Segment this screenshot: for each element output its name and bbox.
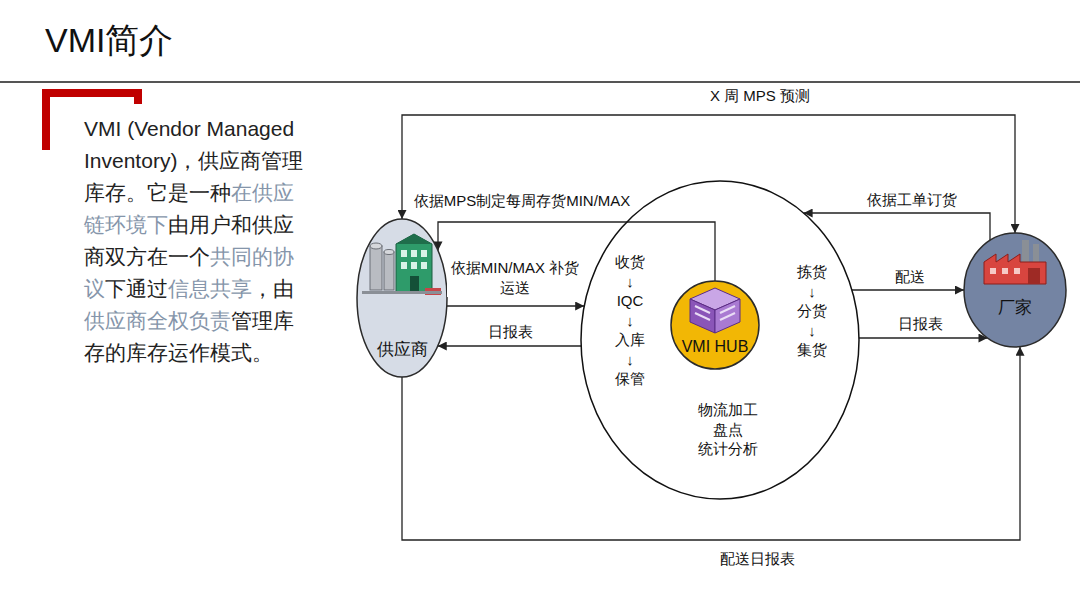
- flow-arrow: [402, 115, 1015, 233]
- paragraph-text: 供应商全权负责: [84, 309, 231, 332]
- hub-region-ellipse: 收货 ↓ IQC ↓ 入库 ↓ 保管 拣货 ↓ 分货 ↓ 集货物流加工 盘点 统计…: [580, 180, 860, 500]
- factory-icon: [984, 240, 1046, 284]
- node-outline: [963, 232, 1067, 348]
- text-column-holder: 物流加工 盘点 统计分析: [698, 400, 758, 459]
- edge-label-holder: 依据工单订货: [864, 190, 960, 210]
- process-steps: 收货 ↓ IQC ↓ 入库 ↓ 保管: [615, 252, 645, 389]
- text-column-holder: 拣货 ↓ 分货 ↓ 集货: [797, 262, 827, 360]
- edge-label-holder: 依据MIN/MAX 补货运送: [447, 258, 583, 297]
- text-column-holder: 收货 ↓ IQC ↓ 入库 ↓ 保管: [615, 252, 645, 389]
- hub-cube-icon: [690, 288, 740, 333]
- vmi-hub-circle: VMI HUB: [670, 280, 760, 370]
- node-label: 供应商: [377, 340, 428, 360]
- edge-label: X 周 MPS 预测: [707, 86, 813, 106]
- edge-label: 依据工单订货: [864, 190, 960, 210]
- node-label: 厂家: [998, 298, 1032, 318]
- edge-label-holder: 日报表: [895, 314, 946, 334]
- flow-arrow: [859, 337, 988, 338]
- title-rule: [0, 81, 1080, 83]
- factory-circle: 厂家: [963, 232, 1067, 348]
- edge-label: 日报表: [485, 322, 536, 342]
- edge-label: 配送日报表: [717, 549, 798, 569]
- supplier-circle: 供应商: [356, 218, 448, 378]
- flow-arrow: [804, 213, 990, 240]
- node-ellipse: [671, 281, 759, 369]
- flow-arrow: [438, 345, 581, 346]
- edge-label: 配送: [892, 267, 928, 287]
- edge-label: 依据MPS制定每周存货MIN/MAX: [411, 191, 634, 211]
- intro-paragraph: VMI (Vendor Managed Inventory)，供应商管理库存。它…: [84, 113, 308, 369]
- flow-arrow: [447, 305, 584, 306]
- slide-title: VMI简介: [45, 18, 173, 64]
- edge-label: 日报表: [895, 314, 946, 334]
- supplier-building-icon: [362, 234, 442, 295]
- edge-label-holder: 依据MPS制定每周存货MIN/MAX: [411, 191, 634, 211]
- flow-arrow: [402, 347, 1020, 540]
- paragraph-text: 下通过: [105, 277, 168, 300]
- node-outline: [670, 280, 760, 370]
- flow-arrow: [852, 289, 964, 290]
- edge-label-holder: 日报表: [485, 322, 536, 342]
- node-ellipse: [581, 181, 859, 499]
- process-steps: 拣货 ↓ 分货 ↓ 集货: [797, 262, 827, 360]
- paragraph-text: ，由: [252, 277, 294, 300]
- node-ellipse: [964, 233, 1066, 347]
- edge-label-holder: X 周 MPS 预测: [707, 86, 813, 106]
- process-steps: 物流加工 盘点 统计分析: [698, 400, 758, 459]
- edge-label: 依据MIN/MAX 补货运送: [447, 258, 583, 297]
- node-ellipse: [357, 219, 447, 377]
- edge-label-holder: 配送日报表: [717, 549, 798, 569]
- node-label: VMI HUB: [682, 337, 749, 356]
- paragraph-text: 信息共享: [168, 277, 252, 300]
- edge-label-holder: 配送: [892, 267, 928, 287]
